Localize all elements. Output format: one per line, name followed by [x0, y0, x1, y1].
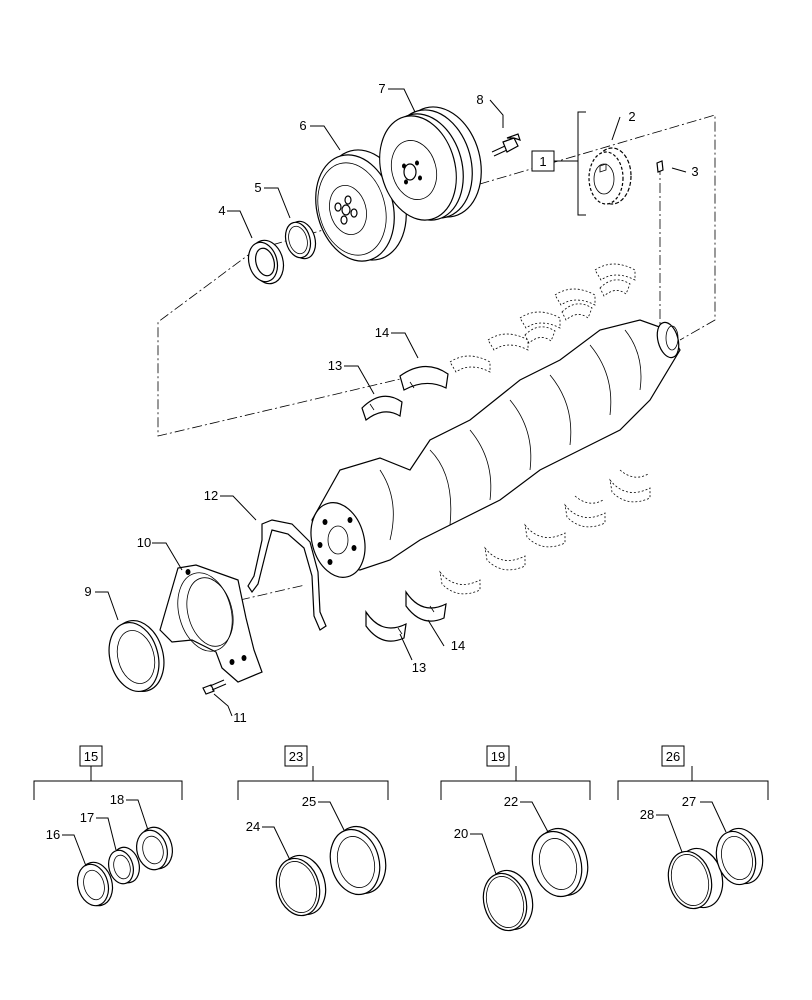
sleeve-17-part[interactable] — [105, 844, 143, 886]
rear-seal-part[interactable] — [102, 615, 172, 697]
callout-22: 22 — [504, 794, 518, 809]
callout-27: 27 — [682, 794, 696, 809]
woodruff-key-part[interactable] — [656, 160, 664, 173]
upper-bearing-shells — [449, 263, 636, 373]
gear-assembly-bracket — [531, 111, 586, 216]
seal-27-part[interactable] — [711, 824, 769, 889]
callout-25: 25 — [302, 794, 316, 809]
crankshaft-gear-part[interactable] — [588, 147, 632, 205]
callout-13-lower: 13 — [412, 660, 426, 675]
front-seal-part[interactable] — [244, 237, 288, 288]
wear-sleeve-part[interactable] — [282, 218, 320, 261]
rear-seal-housing-part[interactable] — [159, 564, 263, 683]
rod-bearing-upper-14[interactable] — [399, 365, 449, 391]
callout-1: 1 — [539, 154, 546, 169]
callout-4: 4 — [218, 203, 225, 218]
callout-9: 9 — [84, 584, 91, 599]
leader-lines — [95, 88, 687, 717]
centerlines — [157, 114, 716, 601]
kit-group-19 — [440, 745, 591, 800]
callout-6: 6 — [299, 118, 306, 133]
callout-14-upper: 14 — [375, 325, 389, 340]
sleeve-24-part[interactable] — [270, 850, 332, 920]
callout-8: 8 — [476, 92, 483, 107]
crankshaft-part[interactable] — [303, 319, 682, 583]
callout-16: 16 — [46, 827, 60, 842]
kit-group-26 — [617, 745, 769, 800]
rod-bearing-upper-13[interactable] — [361, 395, 403, 421]
seal-18-part[interactable] — [132, 824, 177, 874]
callout-18: 18 — [110, 792, 124, 807]
lower-bearing-shells — [439, 469, 651, 595]
callout-12: 12 — [204, 488, 218, 503]
pulley-bolt-part[interactable] — [491, 133, 521, 157]
rod-bearing-lower-13[interactable] — [365, 610, 407, 642]
rear-cover-gasket-part[interactable] — [247, 519, 327, 631]
rod-bearing-lower-14[interactable] — [405, 590, 447, 622]
callout-20: 20 — [454, 826, 468, 841]
sleeve-20-part[interactable] — [477, 865, 539, 935]
crankshaft-pulley-part[interactable] — [369, 98, 494, 229]
kit-leader-lines — [62, 799, 727, 875]
callout-11: 11 — [233, 710, 247, 725]
callout-10: 10 — [137, 535, 151, 550]
callout-23: 23 — [289, 749, 303, 764]
seal-22-part[interactable] — [525, 823, 595, 902]
kit-group-15 — [33, 745, 183, 800]
housing-bolt-part[interactable] — [202, 679, 227, 695]
callout-15: 15 — [84, 749, 98, 764]
callout-labels: 1 2 3 4 5 6 7 8 9 10 11 12 13 14 13 14 1… — [46, 81, 699, 842]
callout-19: 19 — [491, 749, 505, 764]
callout-2: 2 — [628, 109, 635, 124]
kit-group-23 — [237, 745, 389, 800]
seal-25-part[interactable] — [323, 821, 393, 900]
callout-17: 17 — [80, 810, 94, 825]
callout-7: 7 — [378, 81, 385, 96]
callout-26: 26 — [666, 749, 680, 764]
callout-3: 3 — [691, 164, 698, 179]
callout-13-upper: 13 — [328, 358, 342, 373]
callout-24: 24 — [246, 819, 260, 834]
callout-14-lower: 14 — [451, 638, 465, 653]
sleeve-28-part[interactable] — [662, 843, 729, 913]
seal-16-part[interactable] — [73, 859, 117, 910]
callout-5: 5 — [254, 180, 261, 195]
callout-28: 28 — [640, 807, 654, 822]
